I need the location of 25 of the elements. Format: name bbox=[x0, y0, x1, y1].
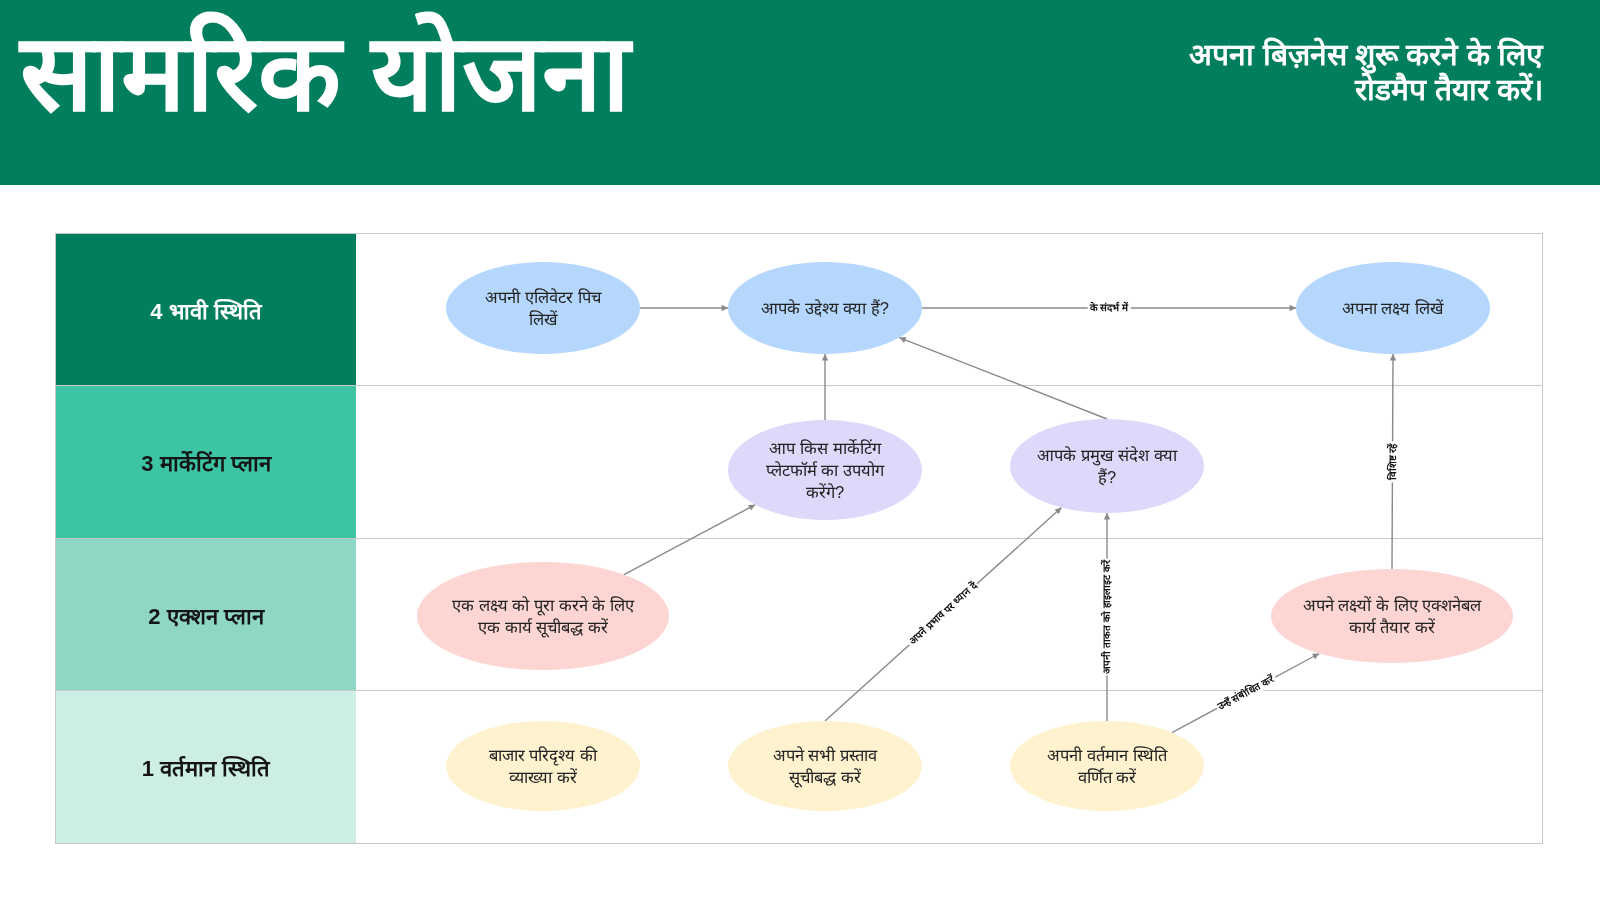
subtitle: अपना बिज़नेस शुरू करने के लिए रोडमैप तैयार करें। bbox=[1188, 37, 1543, 108]
oval-node: आपके प्रमुख संदेश क्या हैं? bbox=[1010, 419, 1204, 513]
oval-node: अपने सभी प्रस्ताव सूचीबद्ध करें bbox=[728, 721, 922, 811]
edge-label: के संदर्भ में bbox=[1087, 302, 1131, 314]
oval-node: अपनी वर्तमान स्थिति वर्णित करें bbox=[1010, 721, 1204, 811]
arrow bbox=[921, 304, 1297, 312]
oval-node: आपके उद्देश्य क्या हैं? bbox=[728, 262, 922, 354]
swimlane bbox=[55, 233, 1543, 386]
lane-label: 1 वर्तमान स्थिति bbox=[56, 691, 356, 843]
arrow bbox=[623, 504, 756, 576]
lane-label: 3 मार्केटिंग प्लान bbox=[56, 386, 356, 538]
edge-label: अपनी ताकत को हाइलाइट करें bbox=[1101, 558, 1113, 676]
oval-node: अपने लक्ष्यों के लिए एक्शनेबल कार्य तैयार करें bbox=[1271, 569, 1513, 663]
oval-node: एक लक्ष्य को पूरा करने के लिए एक कार्य सूचीबद्ध करें bbox=[417, 562, 669, 670]
arrow bbox=[821, 353, 829, 421]
oval-node: आप किस मार्केटिंग प्लेटफॉर्म का उपयोग करेंगे? bbox=[728, 420, 922, 520]
arrow bbox=[898, 336, 1108, 420]
edge-label: विशिष्ट रहें bbox=[1386, 441, 1399, 482]
oval-node: अपनी एलिवेटर पिच लिखें bbox=[446, 262, 640, 354]
oval-node: अपना लक्ष्य लिखें bbox=[1296, 262, 1490, 354]
lane-label: 2 एक्शन प्लान bbox=[56, 539, 356, 690]
arrow bbox=[639, 304, 729, 312]
lane-label: 4 भावी स्थिति bbox=[56, 234, 356, 385]
swimlane bbox=[55, 385, 1543, 539]
oval-node: बाजार परिदृश्य की व्याख्या करें bbox=[446, 721, 640, 811]
